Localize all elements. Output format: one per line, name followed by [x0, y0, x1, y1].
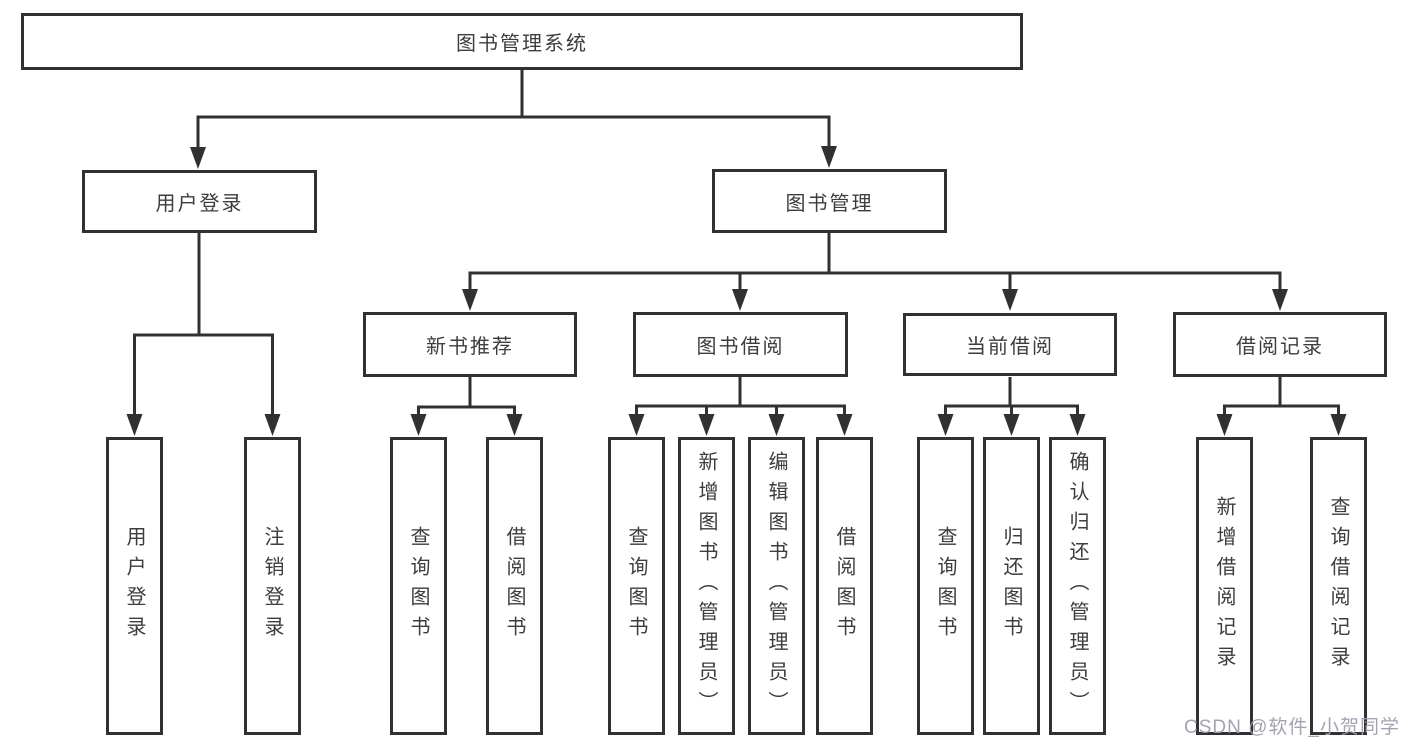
- leaf-add-book-admin: 新增图书（管理员）: [678, 437, 735, 735]
- csdn-watermark: CSDN @软件_小贺同学: [1184, 717, 1400, 738]
- node-book-borrowing: 图书借阅: [633, 312, 848, 377]
- leaf-borrow-books-recommend: 借阅图书: [486, 437, 543, 735]
- node-current-borrowing-label: 当前借阅: [966, 336, 1054, 358]
- leaf-query-borrow-record-label: 查询借阅记录: [1327, 496, 1349, 676]
- node-borrowing-records-label: 借阅记录: [1236, 336, 1324, 358]
- node-new-book-recommend-label: 新书推荐: [426, 336, 514, 358]
- leaf-query-books-recommend-label: 查询图书: [407, 526, 429, 646]
- node-book-management-label: 图书管理: [785, 192, 874, 215]
- leaf-user-login-label: 用户登录: [123, 526, 145, 646]
- leaf-logout-label: 注销登录: [261, 526, 283, 646]
- node-user-login: 用户登录: [82, 170, 317, 233]
- leaf-query-books-borrow-label: 查询图书: [625, 526, 647, 646]
- node-current-borrowing: 当前借阅: [903, 313, 1117, 376]
- leaf-borrow-books: 借阅图书: [816, 437, 873, 735]
- leaf-query-borrow-record: 查询借阅记录: [1310, 437, 1367, 735]
- node-book-management: 图书管理: [712, 169, 947, 233]
- node-root-library-management-system: 图书管理系统: [21, 13, 1023, 70]
- node-book-borrowing-label: 图书借阅: [696, 336, 785, 358]
- leaf-query-books-current-label: 查询图书: [934, 526, 956, 646]
- leaf-query-books-recommend: 查询图书: [390, 437, 447, 735]
- leaf-borrow-books-label: 借阅图书: [833, 526, 855, 646]
- leaf-return-books: 归还图书: [983, 437, 1040, 735]
- leaf-user-login: 用户登录: [106, 437, 163, 735]
- leaf-edit-book-admin-label: 编辑图书（管理员）: [765, 451, 787, 721]
- leaf-add-borrow-record-label: 新增借阅记录: [1213, 496, 1235, 676]
- node-root-label: 图书管理系统: [456, 33, 588, 55]
- leaf-add-borrow-record: 新增借阅记录: [1196, 437, 1253, 735]
- node-new-book-recommend: 新书推荐: [363, 312, 577, 377]
- leaf-confirm-return-admin: 确认归还（管理员）: [1049, 437, 1106, 735]
- leaf-return-books-label: 归还图书: [1000, 526, 1022, 646]
- leaf-query-books-current: 查询图书: [917, 437, 974, 735]
- leaf-query-books-borrow: 查询图书: [608, 437, 665, 735]
- leaf-add-book-admin-label: 新增图书（管理员）: [695, 451, 717, 721]
- leaf-borrow-books-recommend-label: 借阅图书: [503, 526, 525, 646]
- leaf-confirm-return-admin-label: 确认归还（管理员）: [1066, 451, 1088, 721]
- leaf-logout: 注销登录: [244, 437, 301, 735]
- node-user-login-label: 用户登录: [155, 193, 244, 215]
- leaf-edit-book-admin: 编辑图书（管理员）: [748, 437, 805, 735]
- node-borrowing-records: 借阅记录: [1173, 312, 1387, 377]
